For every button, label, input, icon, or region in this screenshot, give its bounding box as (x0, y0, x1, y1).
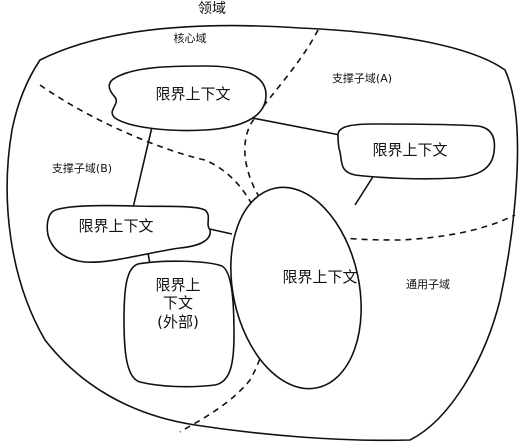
external-context-label-line2: 下文 (163, 294, 193, 312)
center-context-shape (230, 186, 362, 390)
external-context-label-line3: (外部) (157, 313, 199, 331)
support-a-context-label: 限界上下文 (372, 141, 447, 159)
domain-boundary (6, 24, 519, 442)
center-context-label: 限界上下文 (282, 268, 357, 286)
support-b-subdomain-label: 支撑子域(B) (52, 161, 112, 175)
core-context-label: 限界上下文 (155, 85, 230, 103)
link-core-to-support-b (132, 126, 153, 209)
support-a-subdomain-label: 支撑子域(A) (332, 71, 392, 85)
generic-subdomain-label: 通用子域 (406, 278, 450, 291)
core-subdomain-label: 核心域 (174, 31, 207, 45)
support-b-context-label: 限界上下文 (78, 217, 153, 235)
domain-title: 领域 (198, 1, 226, 17)
support-a-context-shape (337, 123, 496, 180)
support-b-context-shape (46, 204, 211, 264)
core-context-shape (108, 65, 267, 132)
external-context-label-line1: 限界上 (155, 276, 200, 294)
external-context-shape (123, 260, 235, 388)
